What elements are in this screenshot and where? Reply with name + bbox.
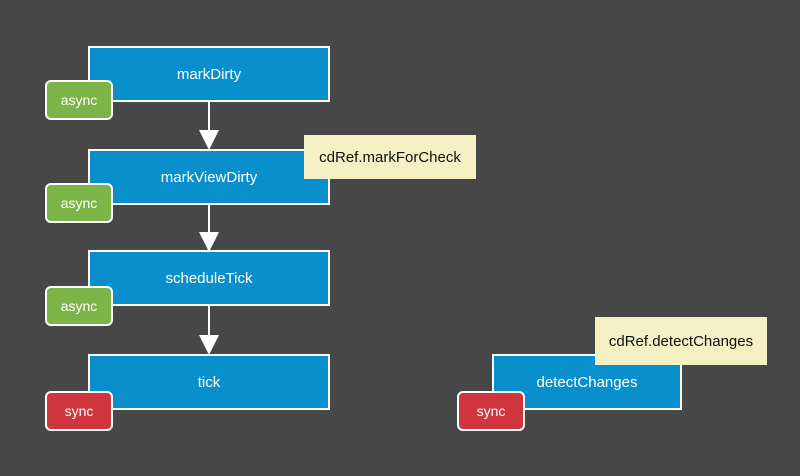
tick-label: tick [197,373,221,391]
detect-changes-label: detectChanges [536,373,638,391]
mark-view-dirty-async-badge: async [45,183,113,223]
detect-changes-note: cdRef.detectChanges [595,317,767,365]
tick-sync-badge: sync [45,391,113,431]
schedule-tick-async-badge: async [45,286,113,326]
schedule-tick-label: scheduleTick [165,269,253,287]
mark-view-dirty-box: markViewDirty [88,149,330,205]
detect-changes-sync-badge: sync [457,391,525,431]
mark-view-dirty-label: markViewDirty [160,168,258,186]
mark-for-check-note: cdRef.markForCheck [304,135,476,179]
mark-dirty-label: markDirty [176,65,242,83]
mark-dirty-async-badge: async [45,80,113,120]
tick-box: tick [88,354,330,410]
mark-dirty-box: markDirty [88,46,330,102]
schedule-tick-box: scheduleTick [88,250,330,306]
